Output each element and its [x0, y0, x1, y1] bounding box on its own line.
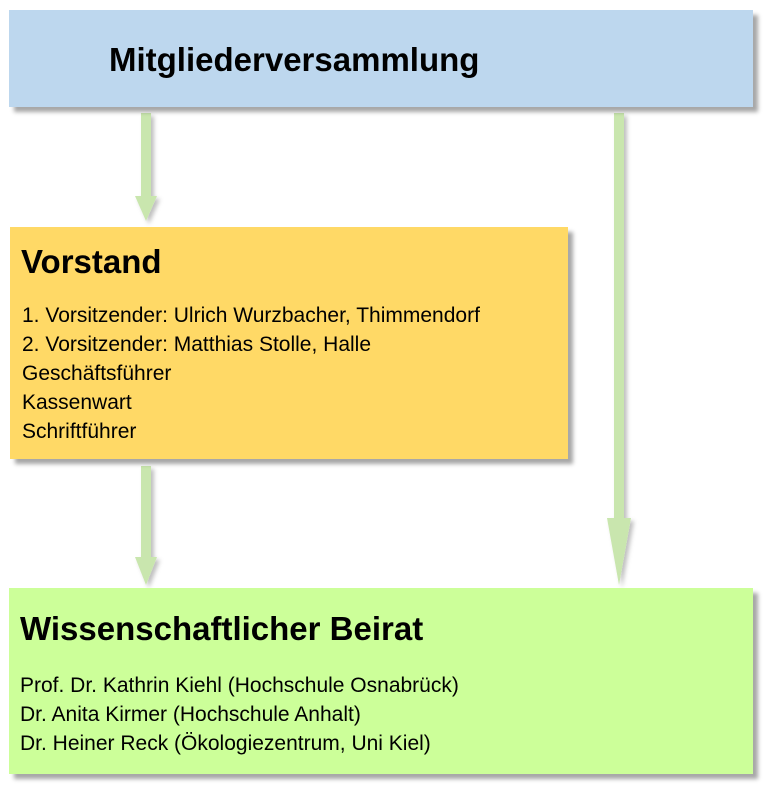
beirat-title: Wissenschaftlicher Beirat: [20, 610, 424, 647]
vorstand-title: Vorstand: [21, 243, 162, 280]
arrow-mv-to-vorstand: [135, 113, 157, 221]
mitgliederversammlung-title: Mitgliederversammlung: [109, 41, 480, 78]
vorstand-line: Geschäftsführer: [22, 362, 172, 385]
vorstand-line: Kassenwart: [22, 391, 132, 414]
arrow-vorstand-to-beirat: [135, 466, 157, 585]
vorstand-line: 1. Vorsitzender: Ulrich Wurzbacher, Thim…: [22, 304, 480, 327]
vorstand-box: Vorstand 1. Vorsitzender: Ulrich Wurzbac…: [10, 227, 568, 459]
beirat-line: Dr. Heiner Reck (Ökologiezentrum, Uni Ki…: [20, 732, 431, 755]
beirat-line: Dr. Anita Kirmer (Hochschule Anhalt): [20, 703, 361, 726]
vorstand-line: Schriftführer: [22, 420, 137, 443]
arrow-mv-to-beirat: [607, 113, 631, 585]
mitgliederversammlung-box: Mitgliederversammlung: [9, 10, 753, 107]
vorstand-member-list: 1. Vorsitzender: Ulrich Wurzbacher, Thim…: [22, 301, 480, 446]
beirat-box: Wissenschaftlicher Beirat Prof. Dr. Kath…: [9, 588, 753, 774]
beirat-member-list: Prof. Dr. Kathrin Kiehl (Hochschule Osna…: [20, 671, 459, 758]
beirat-line: Prof. Dr. Kathrin Kiehl (Hochschule Osna…: [20, 674, 459, 697]
vorstand-line: 2. Vorsitzender: Matthias Stolle, Halle: [22, 333, 372, 356]
